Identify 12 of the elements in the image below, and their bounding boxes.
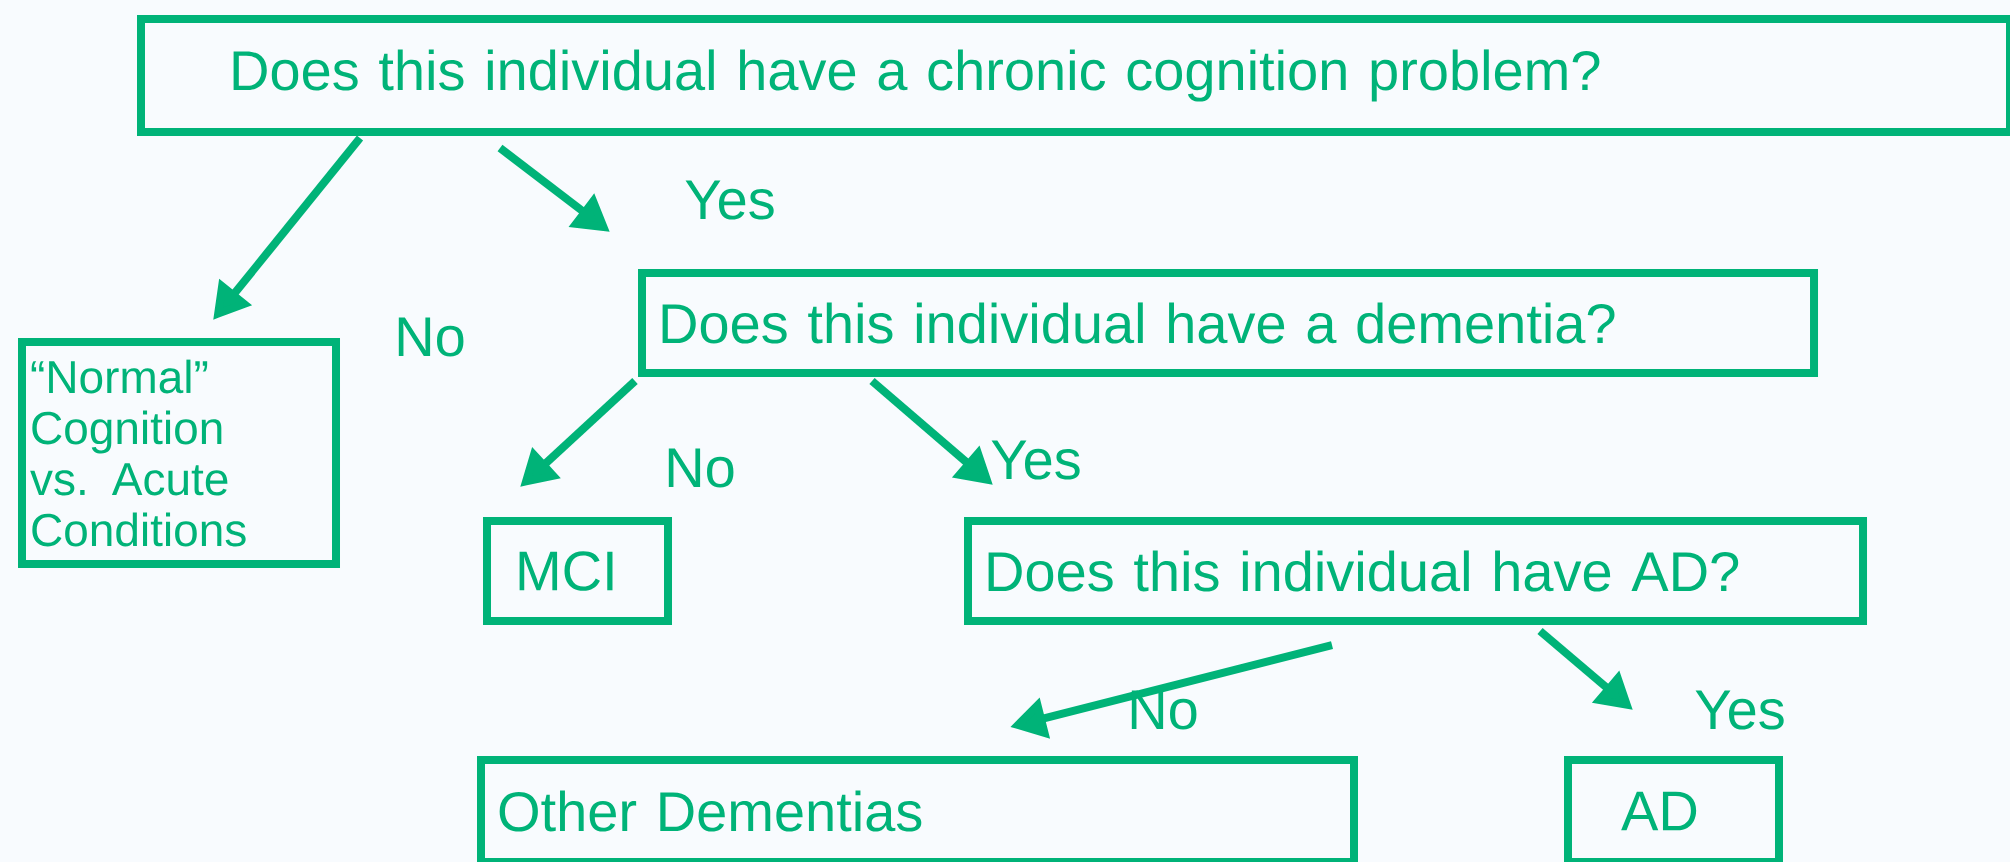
decision-box: Does this individual have AD?: [964, 517, 1867, 625]
decision-box: AD: [1564, 756, 1783, 862]
edge-label: Yes: [991, 440, 1080, 480]
edge-label: Yes: [685, 180, 774, 220]
edge-label: No: [398, 317, 464, 357]
decision-box: Other Dementias: [477, 756, 1358, 862]
decision-box: “Normal” Cognition vs. Acute Conditions: [18, 338, 340, 568]
decision-box: Does this individual have a dementia?: [638, 269, 1818, 377]
edge-label: No: [668, 448, 734, 488]
decision-box: MCI: [483, 517, 672, 625]
edge-label: Yes: [1695, 690, 1784, 730]
decision-box: Does this individual have a chronic cognition problem?: [137, 15, 2010, 136]
